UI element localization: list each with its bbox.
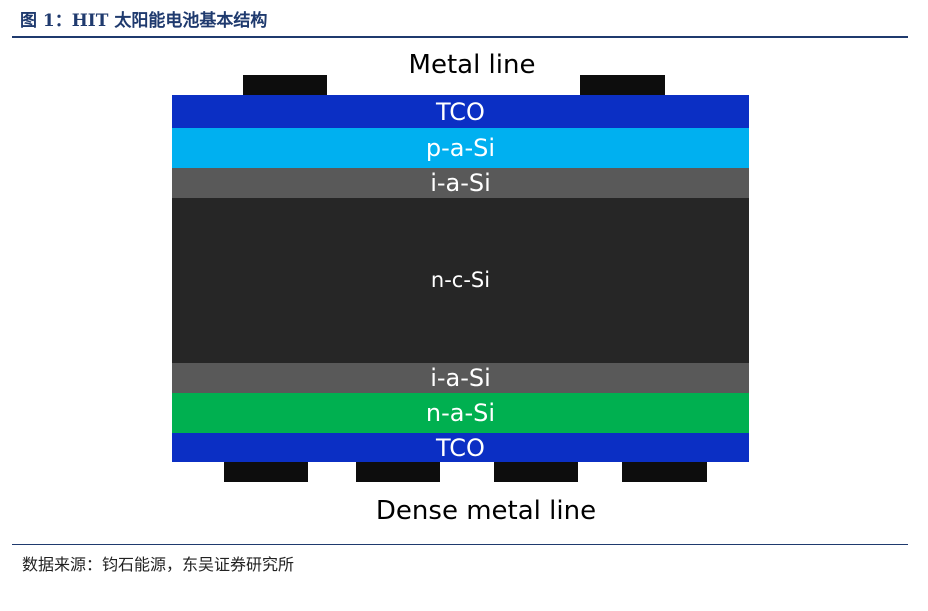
bottom-metal-contact-3 bbox=[494, 462, 578, 482]
layer-i-a-si-bottom: i-a-Si bbox=[172, 363, 749, 393]
footer-divider bbox=[12, 544, 908, 545]
layer-label: i-a-Si bbox=[430, 169, 491, 197]
layer-label: n-a-Si bbox=[425, 399, 496, 427]
dense-metal-line-caption: Dense metal line bbox=[375, 496, 597, 526]
layer-tco-top: TCO bbox=[172, 95, 749, 128]
layer-label: p-a-Si bbox=[425, 134, 496, 162]
bottom-metal-contact-2 bbox=[356, 462, 440, 482]
metal-line-caption: Metal line bbox=[408, 50, 536, 80]
layer-label: TCO bbox=[436, 97, 485, 126]
top-metal-contact-right bbox=[580, 75, 665, 95]
bottom-metal-contact-1 bbox=[224, 462, 308, 482]
layer-p-a-si: p-a-Si bbox=[172, 128, 749, 168]
cell-layer-stack: TCO p-a-Si i-a-Si n-c-Si i-a-Si n-a-Si T… bbox=[172, 95, 749, 462]
layer-tco-bottom: TCO bbox=[172, 433, 749, 462]
figure-title: 图 1：HIT 太阳能电池基本结构 bbox=[20, 11, 268, 31]
layer-n-c-si: n-c-Si bbox=[172, 198, 749, 363]
bottom-metal-contact-4 bbox=[622, 462, 707, 482]
layer-label: i-a-Si bbox=[430, 364, 491, 392]
layer-i-a-si-top: i-a-Si bbox=[172, 168, 749, 198]
layer-label: n-c-Si bbox=[430, 268, 491, 292]
layer-n-a-si: n-a-Si bbox=[172, 393, 749, 433]
source-note: 数据来源：钧石能源，东吴证券研究所 bbox=[22, 555, 295, 574]
title-divider bbox=[12, 36, 908, 38]
layer-label: TCO bbox=[436, 433, 485, 462]
top-metal-contact-left bbox=[243, 75, 327, 95]
